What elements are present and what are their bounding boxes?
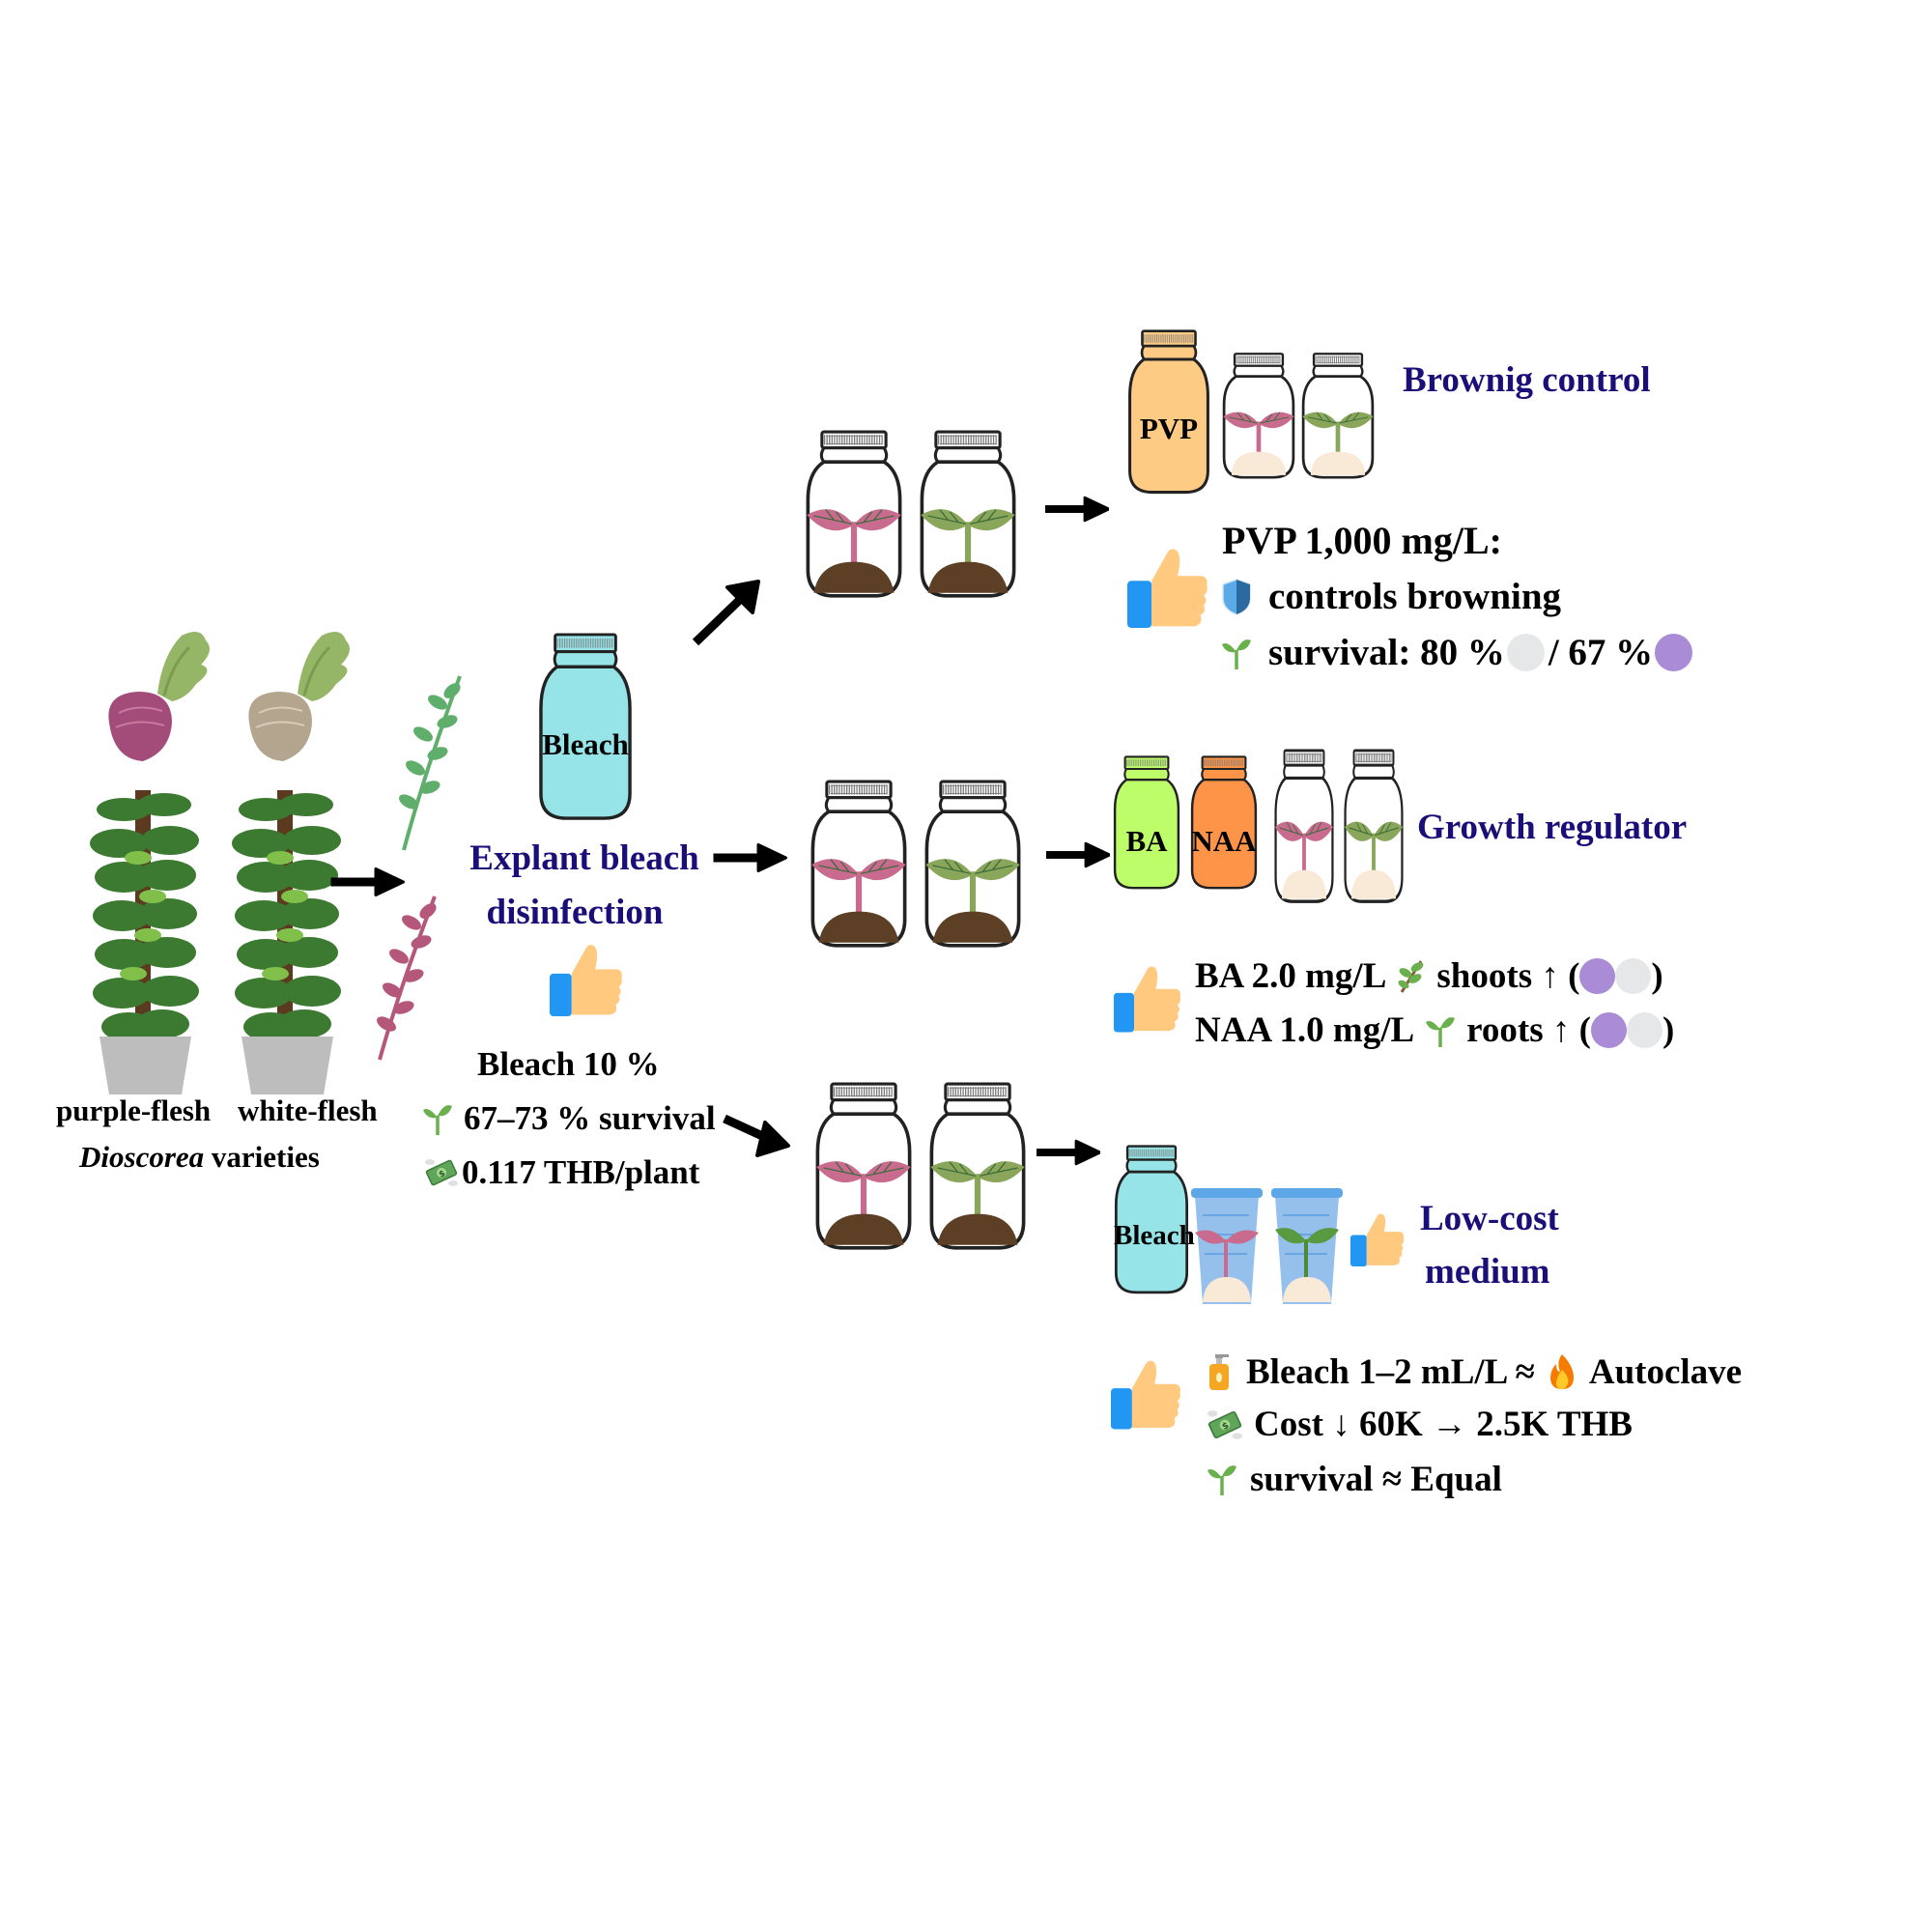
cup-green-seedling <box>1271 1188 1343 1304</box>
genus-suffix: varieties <box>211 1140 320 1174</box>
sprout-icon <box>1208 1463 1236 1497</box>
white-variety-dot <box>1615 958 1652 994</box>
roots-text: roots ↑ ( <box>1466 1010 1591 1050</box>
lowcost-title-line1: Low-cost <box>1420 1199 1559 1238</box>
money-icon <box>1208 1408 1242 1440</box>
cup-purple-seedling <box>1191 1188 1263 1304</box>
arrow-to-growth <box>1046 841 1110 868</box>
survival-white-text: survival: 80 % <box>1268 632 1505 673</box>
browning-line-controls: controls browning <box>1222 578 1561 615</box>
purple-tuber-icon <box>108 632 210 761</box>
arrow-up-branch <box>692 580 760 646</box>
ba-dose-text: BA 2.0 mg/L <box>1195 956 1387 996</box>
lowcost-line-survival: survival ≈ Equal <box>1208 1461 1502 1497</box>
arrow-to-browning <box>1045 496 1109 523</box>
stage1-result-survival: 67–73 % survival <box>423 1101 716 1135</box>
white-plant-icon <box>232 790 341 1094</box>
jar-purple-seedling-agar <box>1221 335 1296 497</box>
ba-jar-icon <box>1113 755 1180 890</box>
sprout-icon <box>1222 637 1251 671</box>
survival-text: 67–73 % survival <box>464 1099 716 1137</box>
arrow-to-disinfection <box>328 867 406 896</box>
jar-green-seedling-agar <box>1343 749 1405 905</box>
lowcost-line-bleach: Bleach 1–2 mL/L ≈ Autoclave <box>1208 1352 1742 1391</box>
white-variety-dot <box>1506 634 1545 671</box>
stage1-title-line1: Explant bleach <box>469 838 699 878</box>
stage1-result-bleach: Bleach 10 % <box>477 1045 660 1083</box>
lowcost-title-line2: medium <box>1425 1252 1550 1292</box>
bleach-dose-text: Bleach 1–2 mL/L ≈ <box>1246 1351 1535 1392</box>
sprout-icon <box>1426 1014 1456 1048</box>
cost-reduction-text: Cost ↓ 60K → 2.5K THB <box>1254 1405 1633 1444</box>
shoots-text: shoots ↑ ( <box>1436 956 1580 996</box>
survival-equal-text: survival ≈ Equal <box>1250 1459 1502 1499</box>
autoclave-text: Autoclave <box>1588 1351 1743 1392</box>
naa-dose-text: NAA 1.0 mg/L <box>1195 1010 1415 1050</box>
arrow-to-lowcost <box>1037 1139 1100 1166</box>
variety-label-white: white-flesh <box>238 1094 378 1127</box>
jar-green-seedling-soil <box>925 1082 1030 1252</box>
ba-jar-label: BA <box>1125 824 1168 858</box>
white-variety-dot <box>1626 1012 1662 1048</box>
browning-line-pvp: PVP 1,000 mg/L: <box>1222 519 1502 562</box>
thumbs-up-icon <box>1114 966 1180 1033</box>
purple-variety-dot <box>1655 634 1693 671</box>
white-tuber-icon <box>248 632 350 761</box>
cost-text: 0.117 THB/plant <box>462 1153 700 1191</box>
growth-title: Growth regulator <box>1417 808 1688 847</box>
money-icon <box>425 1157 458 1187</box>
shoot-icon <box>1398 959 1424 993</box>
pvp-jar-label: PVP <box>1139 412 1199 445</box>
jar-green-seedling-agar <box>1300 335 1376 497</box>
jar-purple-seedling-agar <box>1273 749 1335 905</box>
thumbs-up-icon <box>1350 1213 1405 1266</box>
growth-line-naa: NAA 1.0 mg/L roots ↑ ( ) <box>1195 1012 1674 1048</box>
naa-jar-icon <box>1190 755 1258 890</box>
genus-caption: Dioscorea varieties <box>79 1142 320 1172</box>
jar-green-seedling-soil <box>921 780 1025 950</box>
lowcost-line-cost: Cost ↓ 60K → 2.5K THB <box>1208 1406 1633 1442</box>
stage1-result-cost: 0.117 THB/plant <box>425 1155 699 1189</box>
thumbs-up-icon <box>1127 549 1208 628</box>
browning-title: Brownig control <box>1403 360 1651 400</box>
arrow-mid-branch <box>711 843 788 872</box>
survival-purple-text: / 67 % <box>1548 632 1654 673</box>
purple-explant-icon <box>377 895 437 1061</box>
thumbs-up-icon <box>550 945 622 1016</box>
green-explant-icon <box>399 675 462 851</box>
browning-line-survival: survival: 80 % / 67 % <box>1222 632 1693 673</box>
shield-icon <box>1222 578 1251 615</box>
growth-line-ba: BA 2.0 mg/L shoots ↑ ( ) <box>1195 958 1663 994</box>
jar-green-seedling-soil <box>916 430 1020 600</box>
thumbs-up-icon <box>1111 1360 1180 1430</box>
lowcost-jar-label: Bleach <box>1114 1220 1195 1251</box>
purple-plant-icon <box>90 790 199 1094</box>
jar-purple-seedling-soil <box>807 780 911 950</box>
sprout-icon <box>423 1102 452 1135</box>
bleach-jar-label: Bleach <box>542 727 629 761</box>
soap-bottle-icon <box>1209 1354 1229 1390</box>
variety-label-purple: purple-flesh <box>56 1094 212 1127</box>
fire-icon <box>1549 1354 1574 1389</box>
jar-purple-seedling-soil <box>802 430 906 600</box>
arrow-down-branch <box>723 1114 790 1157</box>
controls-text: controls browning <box>1268 576 1562 617</box>
naa-jar-label: NAA <box>1191 824 1257 858</box>
jar-purple-seedling-soil <box>811 1082 916 1252</box>
purple-variety-dot <box>1590 1012 1627 1048</box>
stage1-title-line2: disinfection <box>486 893 664 932</box>
purple-variety-dot <box>1579 958 1616 994</box>
shoots-close: ) <box>1651 956 1663 996</box>
genus-name: Dioscorea <box>79 1140 205 1174</box>
roots-close: ) <box>1662 1010 1675 1050</box>
